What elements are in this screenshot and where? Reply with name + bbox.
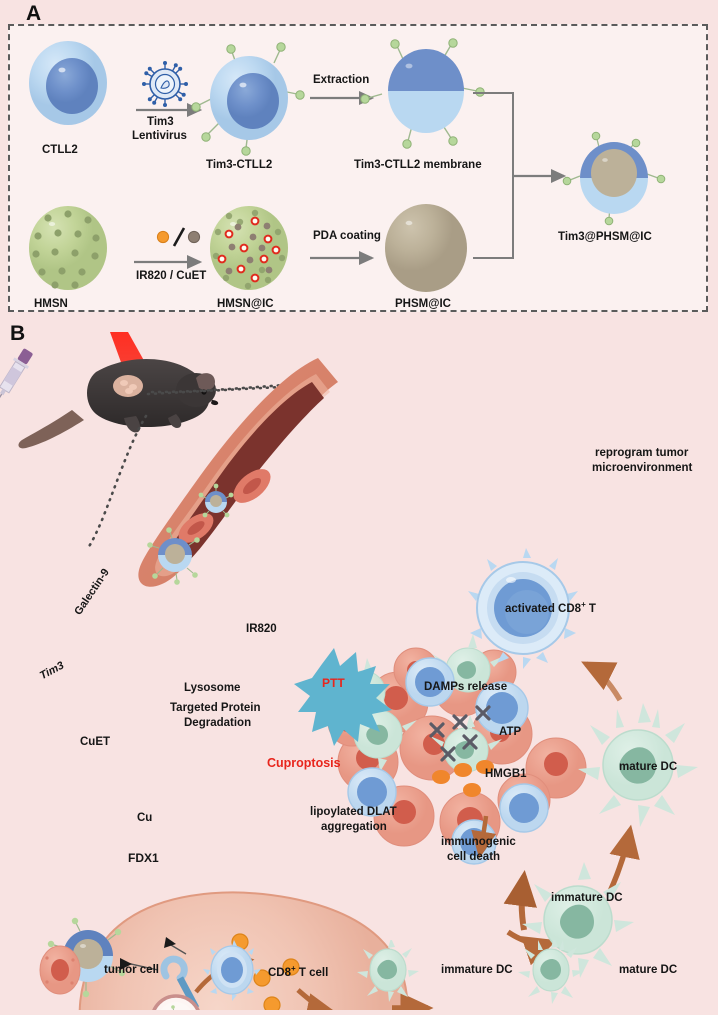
label-phsm-ic: PHSM@IC [395,298,451,310]
nanoparticle-in-vessel-large [147,527,200,585]
tim3-ctll2-cell-graphic [191,42,305,156]
mouse-illustration [18,359,219,449]
arrow-immature-to-mature [605,824,640,898]
label-icd-l2: cell death [447,851,501,863]
label-damps-release: DAMPs release [424,681,508,693]
label-extraction: Extraction [313,74,370,86]
legend-label-cd8-t-cell: CD8+ T cell [268,964,328,979]
legend-mature-dc-icon [518,940,584,1004]
label-dlat-l2: aggregation [321,821,387,833]
ir820-dot-icon [156,230,170,244]
lysosome-graphic [152,994,200,1010]
label-tim3-ctll2: Tim3-CTLL2 [206,159,273,171]
label-cu: Cu [137,812,153,824]
panel-a-container: CTLL2 Tim3-CTLL2 Tim3-CTLL2 membrane HMS… [8,24,708,312]
nanoparticle-targeting [47,917,126,998]
atp-molecules [429,705,491,762]
label-atp: ATP [499,726,522,738]
label-hmsn: HMSN [34,298,68,310]
label-ir820-cuet: IR820 / CuET [136,270,207,282]
arrow-reprogram [503,870,537,931]
label-fdx1: FDX1 [128,851,159,865]
syringe-icon [0,348,33,409]
legend-graphics [39,940,584,1004]
label-tim3-ctll2-membrane: Tim3-CTLL2 membrane [354,159,482,171]
ptt-starburst [294,648,392,746]
label-cuet: CuET [80,736,111,748]
lentivirus-icon [142,61,188,107]
legend-cd8-tail: T cell [295,966,329,979]
red-blood-cells [178,469,271,543]
activated-cd8t-text: activated CD8 [505,602,582,615]
label-ptt: PTT [322,676,345,690]
panel-a-graphics [29,38,666,292]
label-reprogram-l1: reprogram tumor [595,447,689,459]
legend-cd8-t-cell-icon [203,940,261,1001]
label-hmsn-ic: HMSN@IC [217,298,274,310]
panel-a-letter: A [26,2,42,25]
slash-divider [172,227,186,247]
legend-tumor-cell-icon [39,945,81,995]
label-lysosome: Lysosome [184,682,241,694]
legend-immature-dc-icon [357,940,419,1002]
label-icd-l1: immunogenic [441,836,516,848]
phsm-ic-graphic [385,204,467,292]
label-tim3-phsm-ic: Tim3@PHSM@IC [558,231,652,243]
label-immature-dc: immature DC [551,892,623,904]
label-mature-dc: mature DC [619,761,678,773]
hmsn-ic-graphic [210,206,288,290]
panel-b-graphics [0,332,698,1010]
label-targeted-protein-degradation-l1: Targeted Protein [170,702,261,714]
activated-cd8t-tail: T [585,602,596,615]
label-activated-cd8t: activated CD8+ T [505,600,596,616]
label-pda-coating: PDA coating [313,230,381,242]
label-tim3-lentivirus-line1: Tim3 [147,116,174,128]
label-reprogram-l2: microenvironment [592,462,693,474]
tim3-ctll2-membrane-graphic [360,38,485,149]
label-cuproptosis: Cuproptosis [267,756,341,770]
arrow-to-ptt [296,988,337,1010]
tim3-phsm-ic-graphic [562,131,666,226]
nanoparticle-in-vessel-small [198,483,234,518]
label-dlat-l1: lipoylated DLAT [310,806,397,818]
legend-label-tumor-cell: tumor cell [104,964,159,976]
legend-label-mature-dc: mature DC [619,964,678,976]
legend-cd8-text: CD8 [268,966,292,979]
mature-dc-graphic [578,703,698,827]
panel-b-letter: B [10,322,26,345]
arrow-icd-to-immature-dc [506,929,558,966]
cuet-dot-icon [187,230,201,244]
blood-vessel [138,358,338,587]
activated-cd8t-sup: + [581,600,586,609]
ctll2-cell-graphic [29,41,107,125]
label-tim3-lentivirus-line2: Lentivirus [132,130,187,142]
arrow-mature-to-activated-t [581,661,623,702]
dotted-guide-left [86,414,148,550]
activated-cd8-t-graphic [468,548,578,669]
merge-bracket [473,92,514,259]
legend-label-immature-dc: immature DC [441,964,513,976]
legend-cd8-sup: + [291,964,296,973]
label-targeted-protein-degradation-l2: Degradation [184,717,252,729]
hmgb1-molecules [432,760,494,797]
label-hmgb1: HMGB1 [485,768,527,780]
arrow-hmgb1-to-icd [471,815,497,859]
label-ir820: IR820 [246,623,277,635]
immature-dc-graphic [522,862,634,978]
hmsn-graphic [29,206,107,290]
label-ctll2: CTLL2 [42,144,78,156]
